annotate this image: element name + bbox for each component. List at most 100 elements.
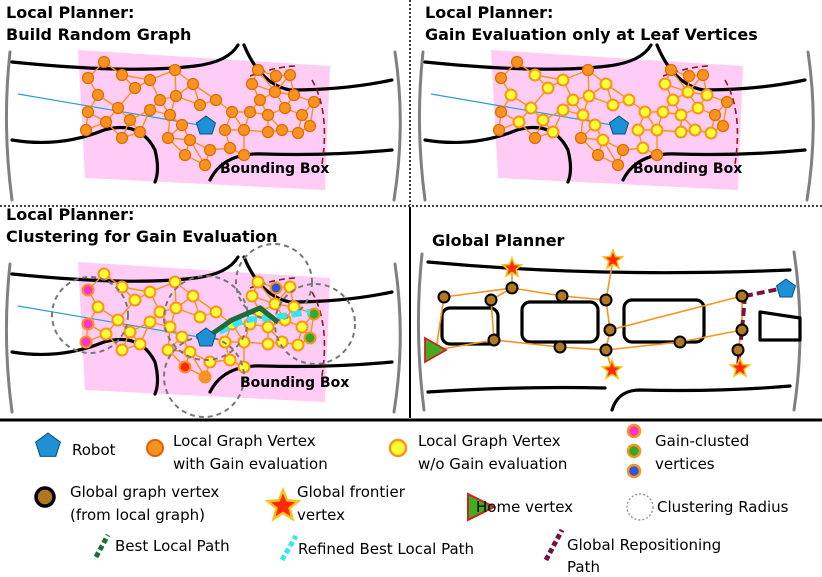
bounding-box-label: Bounding Box: [220, 161, 329, 177]
graph-vertex: [97, 267, 111, 281]
graph-vertex: [99, 327, 113, 341]
graph-vertex: [128, 293, 142, 307]
graph-vertex: [303, 119, 317, 133]
graph-vertex: [291, 338, 305, 352]
graph-vertex: [696, 68, 710, 82]
graph-vertex: [504, 88, 518, 102]
graph-vertex: [556, 73, 570, 87]
graph-vertex: [143, 103, 157, 117]
legend-clustered-line2: vertices: [655, 455, 715, 473]
panel-title: Global Planner: [432, 231, 565, 250]
global-graph-edge: [561, 295, 607, 301]
graph-vertex: [178, 148, 192, 162]
graph-vertex: [99, 115, 113, 129]
graph-vertex: [245, 289, 259, 303]
legend-reposition-line1: Global Repositioning: [567, 536, 721, 554]
graph-vertex: [512, 115, 526, 129]
graph-vertex: [682, 69, 696, 83]
global-graph-edge: [435, 339, 495, 351]
graph-vertex: [261, 125, 275, 139]
graph-vertex: [115, 131, 129, 145]
legend-refined-path-label: Refined Best Local Path: [298, 540, 474, 558]
graph-vertex: [209, 93, 223, 107]
graph-vertex: [524, 101, 538, 115]
global-graph-edge: [605, 341, 681, 351]
graph-vertex: [223, 141, 237, 155]
frontier-star-icon: [500, 255, 524, 278]
legend-global-vertex-line2: (from local graph): [70, 506, 205, 524]
graph-vertex: [674, 108, 688, 122]
graph-vertex: [251, 63, 265, 77]
panel-title-line2: Clustering for Gain Evaluation: [6, 227, 278, 246]
graph-vertex: [716, 119, 730, 133]
best-local-path-icon: [93, 533, 111, 559]
graph-vertex: [168, 275, 182, 289]
global-graph-vertex: [599, 293, 613, 307]
legend-global-vertex-line1: Global graph vertex: [70, 483, 219, 501]
graph-vertex: [269, 69, 283, 83]
graph-vertex: [143, 315, 157, 329]
robot-icon: [776, 278, 796, 298]
clustered-vertex-green-icon: [626, 443, 642, 459]
graph-vertex: [245, 77, 259, 91]
global-repositioning-path: [744, 286, 785, 298]
graph-vertex: [700, 88, 714, 102]
refined-best-local-path: [204, 309, 311, 341]
global-graph-vertex: [673, 335, 687, 349]
legend-reposition-line2: Path: [567, 558, 600, 576]
graph-vertex: [528, 131, 542, 145]
panel-title-line1: Local Planner:: [6, 3, 134, 22]
graph-vertex: [237, 123, 251, 137]
graph-vertex: [622, 93, 636, 107]
graph-vertex: [115, 68, 129, 82]
graph-vertex: [168, 63, 182, 77]
clustered-vertex-magenta-icon: [626, 423, 642, 439]
global-graph-vertex: [735, 289, 749, 303]
graph-vertex: [591, 148, 605, 162]
graph-vertex: [153, 93, 167, 107]
global-graph-vertex: [731, 343, 745, 357]
graph-vertex: [91, 300, 105, 314]
graph-vertex: [133, 125, 147, 139]
graph-vertex: [566, 93, 580, 107]
graph-vertex: [203, 355, 217, 369]
graph-vertex: [186, 289, 200, 303]
graph-vertex: [153, 305, 167, 319]
graph-vertex: [225, 105, 239, 119]
graph-vertex: [658, 77, 672, 91]
clustering-radius-icon: [626, 493, 654, 521]
graph-vertex: [163, 320, 177, 334]
graph-vertex: [128, 81, 142, 95]
legend-nogain-vertex-line2: w/o Gain evaluation: [418, 455, 567, 473]
graph-vertex: [163, 108, 177, 122]
graph-vertex: [251, 275, 265, 289]
cluster-circle: [163, 336, 245, 418]
global-graph-vertex: [735, 323, 749, 337]
cluster-circle: [235, 243, 313, 321]
global-graph-vertex: [553, 340, 567, 354]
legend-gain-vertex-line2: with Gain evaluation: [173, 455, 328, 473]
graph-vertex: [115, 343, 129, 357]
graph-vertex: [582, 89, 596, 103]
graph-vertex: [287, 88, 301, 102]
graph-vertex: [596, 133, 610, 147]
graph-vertex: [143, 73, 157, 87]
graph-vertex: [79, 335, 93, 349]
panel-clustering: Local Planner: Clustering for Gain Evalu…: [4, 205, 402, 418]
graph-vertex: [303, 331, 317, 345]
best-local-path: [204, 305, 280, 341]
graph-vertex: [666, 93, 680, 107]
graph-vertex: [528, 68, 542, 82]
graph-vertex: [599, 77, 613, 91]
graph-vertex: [307, 95, 321, 109]
legend-clustered-line1: Gain-clusted: [655, 432, 749, 450]
global-graph-edge: [490, 299, 495, 341]
graph-vertex: [574, 131, 588, 145]
graph-vertex: [193, 98, 207, 112]
panel-gain-evaluation-leaf: Local Planner: Gain Evaluation only at L…: [417, 3, 815, 202]
graph-vertex: [688, 123, 702, 137]
graph-vertex: [261, 108, 275, 122]
cluster-circle: [51, 276, 129, 354]
global-graph-vertex: [555, 289, 569, 303]
